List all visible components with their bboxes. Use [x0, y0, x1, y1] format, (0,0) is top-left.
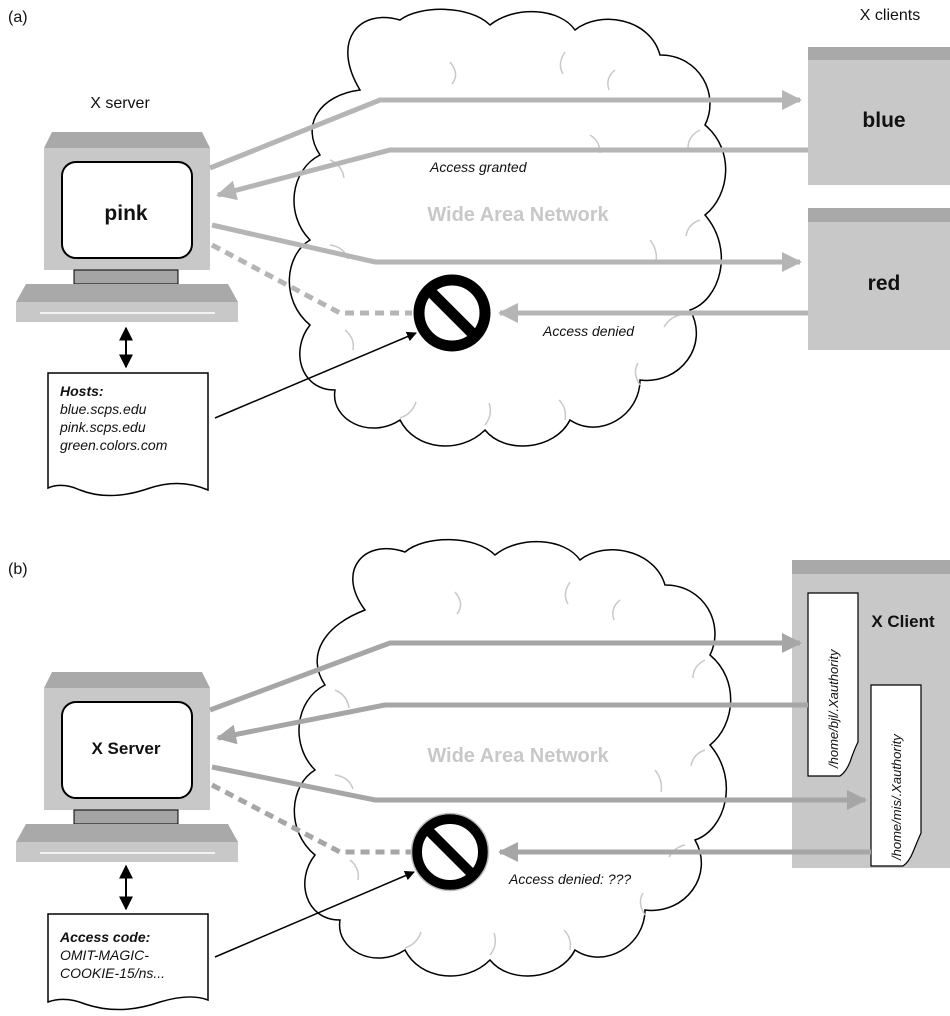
- access-denied-label: Access denied: [542, 323, 635, 339]
- dashed-server-to-block: [210, 242, 412, 316]
- hosts-document: [47, 372, 209, 497]
- network-label: Wide Area Network: [427, 745, 609, 767]
- blocked-icon: [413, 274, 491, 352]
- panel-b-label: (b): [8, 561, 28, 578]
- hosts-doc-line: blue.scps.edu: [60, 401, 147, 417]
- access-denied-label: Access denied: ???: [508, 871, 631, 887]
- client-name: X Client: [871, 612, 935, 631]
- clients-heading: X clients: [860, 7, 920, 24]
- access-code-line: OMIT-MAGIC-: [60, 947, 149, 963]
- panel-b: (b) Wide Area Network X Server: [8, 538, 950, 1011]
- xauthority-path-1: /home/bjl/.Xauthority: [826, 648, 841, 769]
- cloud-inner-arcs: [334, 581, 706, 956]
- client-red-box: [808, 208, 950, 350]
- xauthority-file-2: [870, 684, 922, 867]
- client-red-name: red: [868, 272, 901, 295]
- xauthority-path-2: /home/mis/.Xauthority: [889, 733, 904, 861]
- access-code-title: Access code:: [59, 929, 150, 945]
- network-label: Wide Area Network: [427, 204, 609, 226]
- server-heading: X server: [90, 95, 150, 112]
- server-computer: [16, 672, 238, 862]
- arrow-server-to-blue: [209, 90, 802, 171]
- dashed-server-to-block: [210, 782, 412, 855]
- blocked-icon: [410, 812, 490, 892]
- hosts-doc-line: green.colors.com: [60, 437, 168, 453]
- panel-a: (a) Wide Area Network X server pink: [8, 7, 950, 497]
- arrow-server-to-client: [209, 633, 802, 713]
- server-name: pink: [104, 202, 147, 225]
- hosts-doc-title: Hosts:: [60, 383, 104, 399]
- arrow-client-to-server: [216, 702, 808, 745]
- server-computer: [16, 132, 238, 322]
- access-code-line: COOKIE-15/ns...: [60, 965, 165, 981]
- xauthority-file-1: [807, 592, 859, 777]
- client-blue-name: blue: [862, 109, 905, 132]
- panel-a-label: (a): [8, 9, 28, 26]
- hosts-doc-line: pink.scps.edu: [59, 419, 146, 435]
- access-code-document: [47, 913, 209, 1011]
- pointer-doc-to-block: [214, 870, 415, 958]
- arrow-server-to-red: [211, 222, 802, 272]
- arrow-server-to-xauth: [211, 764, 867, 810]
- access-granted-label: Access granted: [429, 159, 528, 175]
- client-blue-box: [808, 47, 950, 185]
- pointer-doc-to-block: [214, 331, 417, 419]
- arrow-blue-to-server: [216, 147, 808, 201]
- server-name: X Server: [92, 739, 161, 758]
- cloud-inner-arcs: [329, 51, 701, 426]
- network-cloud: [288, 8, 727, 447]
